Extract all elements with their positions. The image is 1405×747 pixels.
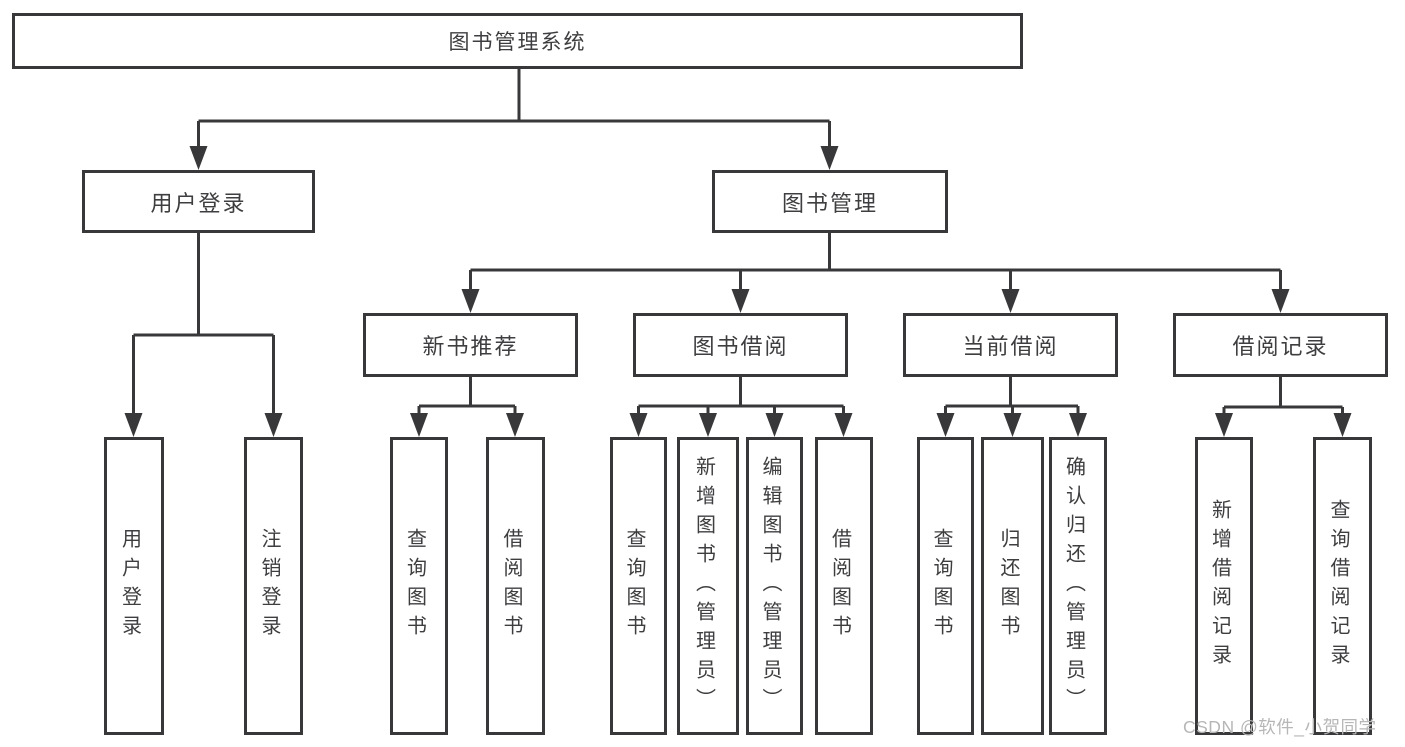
arrowhead [936, 413, 955, 437]
leaf-edit-book-admin: 编辑图书（管理员） [746, 437, 803, 735]
leaf-confirm-return-admin: 确认归还（管理员） [1049, 437, 1107, 735]
node-current-borrow: 当前借阅 [903, 313, 1118, 377]
leaf-query-books-1: 查询图书 [390, 437, 448, 735]
arrowhead [506, 413, 524, 437]
leaf-add-borrow-record-label: 新增借阅记录 [1208, 499, 1231, 673]
connector-user-login [132, 232, 275, 417]
node-user-login: 用户登录 [82, 170, 315, 233]
node-new-book-recommend-label: 新书推荐 [422, 334, 519, 359]
arrowhead [1003, 413, 1022, 437]
leaf-query-books-3: 查询图书 [917, 437, 974, 735]
connector-current-borrow [944, 376, 1080, 417]
node-book-management-label: 图书管理 [781, 190, 878, 216]
node-borrow-records-label: 借阅记录 [1232, 334, 1329, 359]
leaf-add-book-admin: 新增图书（管理员） [677, 437, 739, 735]
leaf-query-borrow-record-label: 查询借阅记录 [1327, 499, 1349, 673]
node-book-management: 图书管理 [712, 170, 948, 233]
node-root-label: 图书管理系统 [448, 31, 587, 54]
arrowhead [1333, 413, 1352, 437]
node-user-login-label: 用户登录 [150, 190, 247, 216]
connector-book-borrow [637, 376, 845, 417]
node-book-borrow: 图书借阅 [633, 313, 848, 377]
arrowhead [1271, 289, 1290, 313]
leaf-add-borrow-record: 新增借阅记录 [1195, 437, 1253, 735]
node-borrow-records: 借阅记录 [1173, 313, 1388, 377]
leaf-query-books-3-label: 查询图书 [930, 528, 952, 644]
node-current-borrow-label: 当前借阅 [962, 334, 1059, 359]
arrowhead [834, 413, 853, 437]
connector-book-management [469, 232, 1282, 293]
leaf-borrow-books-1: 借阅图书 [486, 437, 545, 735]
node-new-book-recommend: 新书推荐 [363, 313, 578, 377]
arrowhead [1215, 413, 1233, 437]
arrowhead [731, 289, 750, 313]
node-root: 图书管理系统 [12, 13, 1023, 69]
arrowhead [1069, 413, 1087, 437]
watermark: CSDN @软件_小贺同学 [1183, 717, 1377, 737]
arrowhead [124, 413, 143, 437]
leaf-logout-label: 注销登录 [258, 528, 280, 644]
leaf-borrow-books-2-label: 借阅图书 [828, 528, 851, 644]
connector-root [197, 68, 831, 150]
leaf-confirm-return-admin-label: 确认归还（管理员） [1062, 455, 1085, 717]
leaf-user-login: 用户登录 [104, 437, 164, 735]
arrowhead [699, 413, 717, 437]
leaf-user-login-label: 用户登录 [118, 528, 141, 644]
leaf-borrow-books-2: 借阅图书 [815, 437, 873, 735]
connector-new-books [417, 376, 517, 417]
leaf-query-books-2: 查询图书 [610, 437, 667, 735]
arrowhead [410, 413, 428, 437]
arrowhead [820, 146, 839, 170]
arrowhead [189, 146, 208, 170]
leaf-return-book: 归还图书 [981, 437, 1044, 735]
leaf-query-books-1-label: 查询图书 [403, 528, 426, 644]
node-book-borrow-label: 图书借阅 [692, 334, 789, 359]
leaf-query-books-2-label: 查询图书 [623, 528, 645, 644]
leaf-borrow-books-1-label: 借阅图书 [500, 528, 522, 644]
leaf-return-book-label: 归还图书 [997, 528, 1019, 644]
leaf-query-borrow-record: 查询借阅记录 [1313, 437, 1372, 735]
arrowhead [765, 413, 784, 437]
arrowhead [1001, 289, 1020, 313]
connector-borrow-records [1222, 376, 1344, 417]
leaf-add-book-admin-label: 新增图书（管理员） [692, 455, 715, 717]
leaf-logout: 注销登录 [244, 437, 303, 735]
arrowhead [264, 413, 283, 437]
arrowhead [461, 289, 480, 313]
leaf-edit-book-admin-label: 编辑图书（管理员） [759, 455, 781, 717]
arrowhead [629, 413, 648, 437]
